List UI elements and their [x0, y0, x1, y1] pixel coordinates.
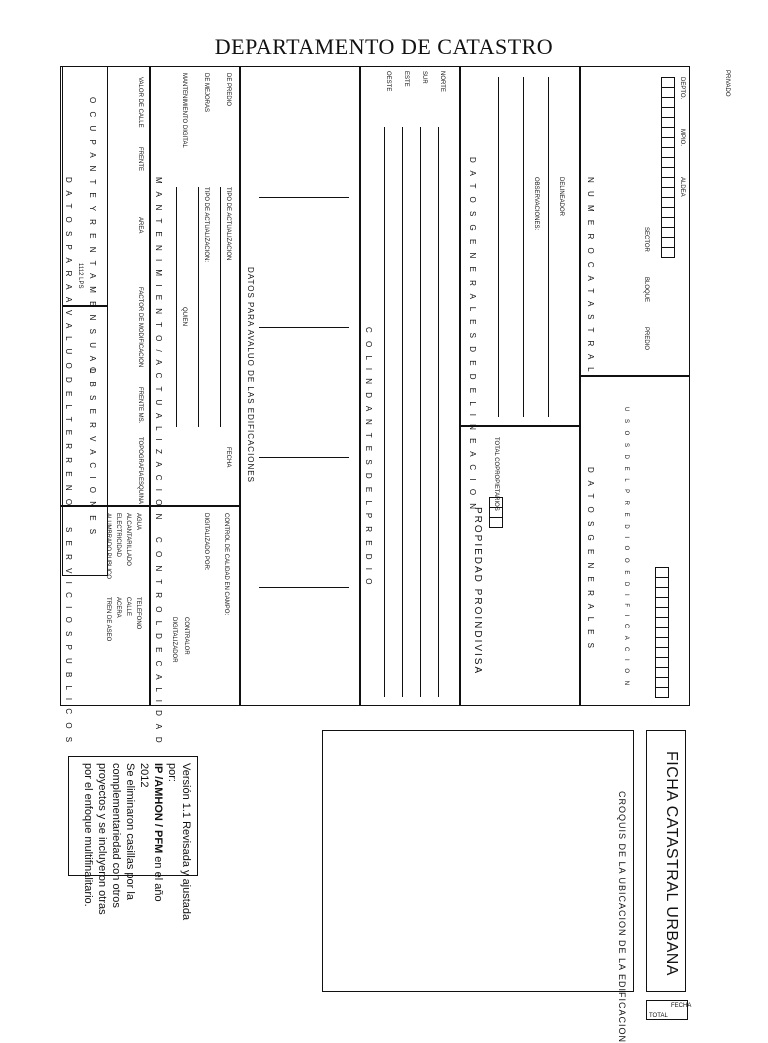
datos-generales-section: D A T O S G E N E R A L E S U S O S D E …	[580, 376, 690, 706]
servicio-telefono: TELEFONO	[135, 597, 141, 630]
sector-label: SECTOR	[643, 227, 649, 252]
servicio-agua: AGUA	[135, 513, 141, 531]
oeste-label: OESTE	[385, 71, 391, 92]
esquina-label: ESQUINA	[137, 477, 143, 505]
digitalizado-por-label: DIGITALIZADO POR:	[203, 513, 209, 571]
digitalizador-label: DIGITALIZADOR	[171, 617, 177, 663]
avaluo-edificaciones-section: DATOS PARA AVALUO DE LAS EDIFICACIONES	[240, 66, 360, 706]
contralor-label: CONTRALOR	[183, 617, 189, 655]
frente-ms-label: FRENTE MS.	[137, 387, 143, 424]
page-title: DEPARTAMENTO DE CATASTRO	[214, 34, 554, 59]
version-org: IP /AMHON / PFM	[152, 763, 164, 854]
control-calidad-heading: C O N T R O L D E C A L I D A D	[154, 537, 163, 746]
croquis-title: CROQUIS DE LA UBICACION DE LA EDIFICACIO…	[617, 791, 627, 1043]
ficha-title-box: FICHA CATASTRAL URBANA	[646, 730, 686, 992]
version-note-box: Versión 1.1 Revisada y ajustada por: IP …	[68, 756, 198, 920]
control-calidad-section: C O N T R O L D E C A L I D A D CONTROL …	[150, 506, 240, 746]
fecha-mant-label: FECHA	[225, 447, 231, 468]
servicio-calle: CALLE	[125, 597, 131, 617]
observaciones-heading: O B S E R V A C I O N E S	[88, 367, 97, 538]
control-campo-label: CONTROL DE CALIDAD EN CAMPO:	[223, 513, 229, 616]
croquis-box[interactable]: CROQUIS DE LA UBICACION DE LA EDIFICACIO…	[322, 730, 634, 1043]
ocupante-section: O C U P A N T E Y R E N T A M E N S U A …	[62, 66, 108, 376]
mantenimiento-section: M A N T E N I M I E N T O / A C T U A L …	[150, 66, 240, 522]
usos-heading: U S O S D E L P R E D I O O E D I F I C …	[623, 407, 629, 689]
valor-calle-label: VALOR DE CALLE	[137, 77, 143, 128]
tenencia-table: PRIVADO	[580, 66, 730, 146]
servicio-alcantarillado: ALCANTARILLADO	[125, 513, 131, 566]
delineacion-section: D A T O S G E N E R A L E S D E D E L I …	[460, 66, 580, 512]
version-line3: Se eliminaron casillas por la complement…	[82, 763, 136, 915]
copropietarios-cells[interactable]	[489, 497, 503, 528]
colindantes-section: C O L I N D A N T E S D E L P R E D I O …	[360, 66, 460, 706]
proindivisa-section: PROPIEDAD PROINDIVISA TOTAL COPROPIETARI…	[460, 426, 580, 706]
servicio-tren-aseo: TREN DE ASEO	[105, 597, 111, 642]
factor-label: FACTOR DE MODIFICACION	[137, 287, 143, 368]
mantenimiento-heading: M A N T E N I M I E N T O / A C T U A L …	[154, 177, 163, 523]
avaluo-edificaciones-heading: DATOS PARA AVALUO DE LAS EDIFICACIONES	[246, 267, 255, 483]
servicio-electricidad: ELECTRICIDAD	[115, 513, 121, 558]
datos-generales-heading: D A T O S G E N E R A L E S	[586, 467, 595, 652]
sur-label: SUR	[421, 71, 427, 84]
cadastral-form: N U M E R O C A T A S T R A L DEPTO. MPI…	[60, 66, 730, 746]
tipo-de-actualizacion-label: TIPO DE ACTUALIZACION:	[203, 187, 209, 263]
fecha-corner-label: FECHA	[671, 1003, 692, 1009]
norte-label: NORTE	[439, 71, 445, 92]
renta-label: 1112 LPS	[77, 263, 83, 289]
version-line1: Versión 1.1 Revisada y ajustada por:	[166, 763, 192, 921]
bloque-label: BLOQUE	[643, 277, 649, 303]
quien-label: QUIEN	[181, 307, 187, 327]
observaciones-deline-label: OBSERVACIONES:	[533, 177, 539, 231]
ficha-title: FICHA CATASTRAL URBANA	[663, 751, 680, 976]
aldea-label: ALDEA	[679, 177, 685, 197]
area-label: AREA	[137, 217, 143, 234]
este-label: ESTE	[403, 71, 409, 87]
tipo-row-privado: PRIVADO	[724, 70, 730, 97]
tipo-actualizacion-label: TIPO DE ACTUALIZACION	[225, 187, 231, 261]
proindivisa-heading: PROPIEDAD PROINDIVISA	[472, 507, 483, 676]
colindantes-heading: C O L I N D A N T E S D E L P R E D I O	[364, 327, 373, 588]
de-predio-label: DE PREDIO	[225, 73, 231, 107]
servicio-acera: ACERA	[115, 597, 121, 618]
frente-label: FRENTE	[137, 147, 143, 171]
delineador-label: DELINEADOR	[558, 177, 564, 217]
fecha-total-box[interactable]: FECHA TOTAL	[646, 1000, 692, 1020]
observaciones-section: O B S E R V A C I O N E S	[62, 306, 108, 576]
de-mejoras-label: DE MEJORAS	[203, 73, 209, 113]
mantenimiento-digital-label: MANTENIMIENTO DIGITAL	[181, 73, 187, 148]
numero-catastral-heading: N U M E R O C A T A S T R A L	[586, 177, 595, 375]
clave-cells[interactable]	[655, 567, 669, 698]
version-note: Versión 1.1 Revisada y ajustada por: IP …	[79, 757, 197, 933]
predio-label: PREDIO	[643, 327, 649, 351]
topografia-label: TOPOGRAFIA	[137, 437, 143, 477]
total-corner-label: TOTAL	[649, 1013, 668, 1019]
